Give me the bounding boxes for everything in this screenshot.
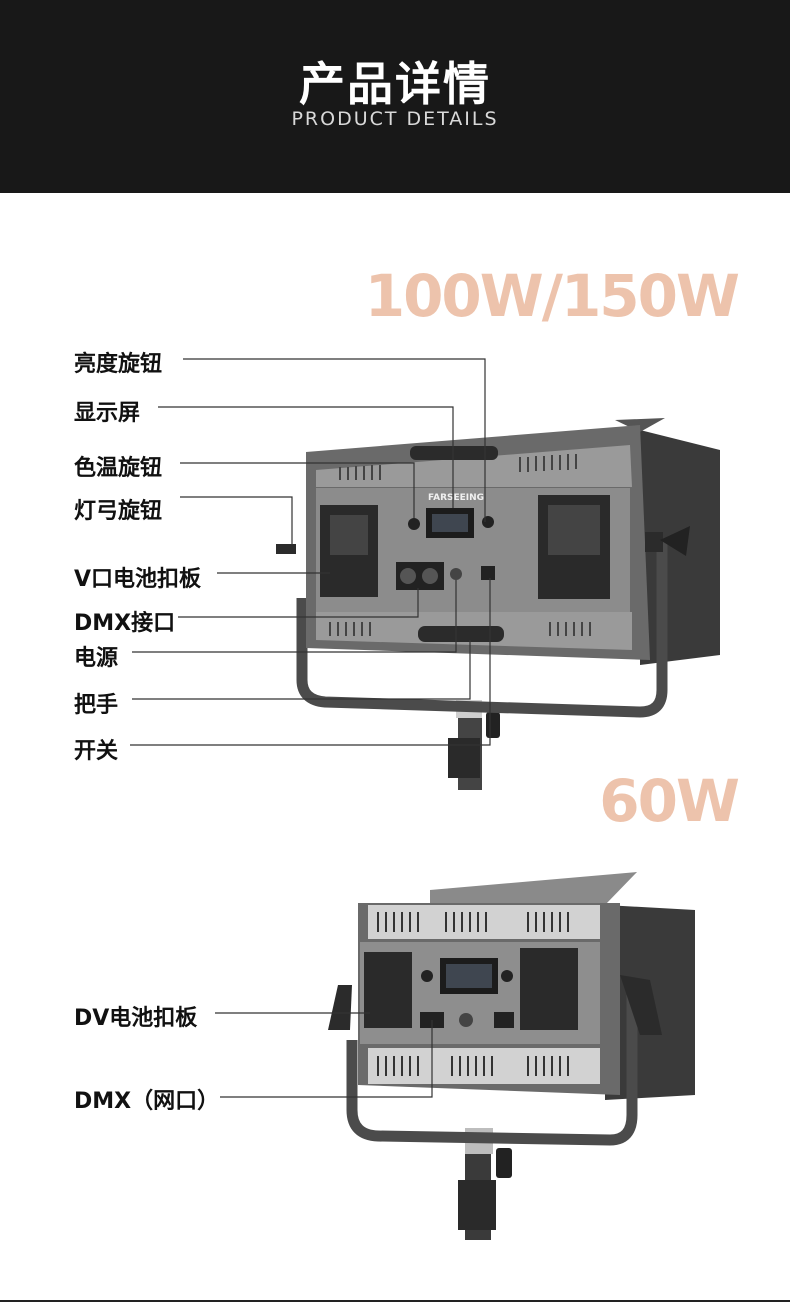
label-dv-plate: DV电池扣板 bbox=[74, 1006, 198, 1031]
page-subtitle: PRODUCT DETAILS bbox=[291, 108, 499, 130]
label-dmx-network: DMX（网口） bbox=[74, 1089, 220, 1114]
page-header: 产品详情 PRODUCT DETAILS bbox=[0, 0, 790, 193]
callout-lines-small bbox=[215, 1012, 433, 1098]
label-handle: 把手 bbox=[74, 693, 119, 718]
large-light-illustration: FARSEEING bbox=[276, 418, 720, 790]
label-yoke-knob: 灯弓旋钮 bbox=[74, 499, 163, 524]
label-power: 电源 bbox=[74, 646, 119, 671]
bottom-divider bbox=[0, 1300, 790, 1302]
svg-text:FARSEEING: FARSEEING bbox=[428, 493, 484, 503]
label-color-temp-knob: 色温旋钮 bbox=[74, 456, 163, 481]
dv-mount-left bbox=[364, 952, 412, 1028]
label-dmx-port: DMX接口 bbox=[74, 611, 176, 636]
top-handle bbox=[410, 446, 498, 460]
callout-lines-large bbox=[130, 358, 491, 746]
small-light-illustration bbox=[328, 872, 695, 1240]
label-display: 显示屏 bbox=[74, 401, 141, 426]
label-brightness-knob: 亮度旋钮 bbox=[74, 352, 163, 377]
label-switch: 开关 bbox=[74, 739, 119, 764]
model-title-small: 60W bbox=[599, 767, 740, 835]
page-title: 产品详情 bbox=[299, 57, 491, 111]
dv-mount-right bbox=[520, 948, 578, 1030]
bottom-handle bbox=[418, 626, 504, 642]
model-title-large: 100W/150W bbox=[364, 262, 740, 330]
label-v-mount-plate: V口电池扣板 bbox=[74, 567, 202, 592]
yoke bbox=[296, 540, 668, 718]
